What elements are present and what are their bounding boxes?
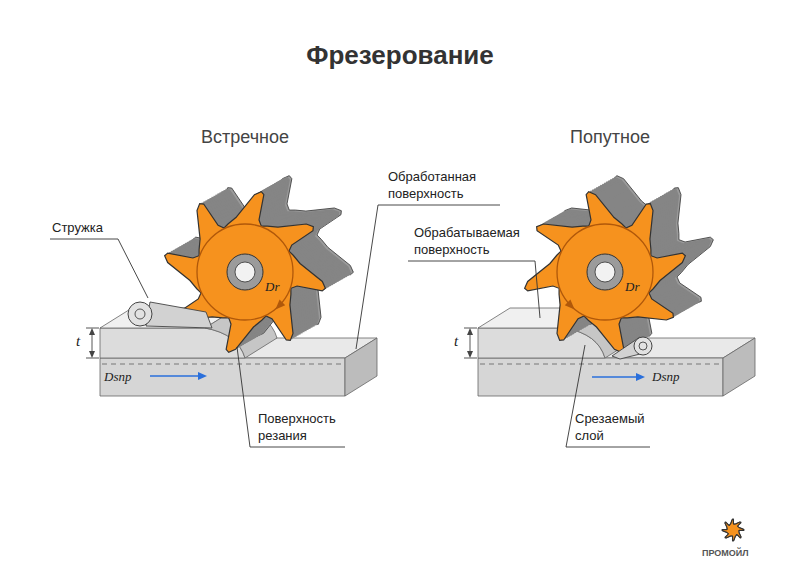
rotation-circle	[557, 224, 653, 320]
workpiece-side	[723, 338, 755, 396]
feed-arrow	[150, 375, 200, 377]
cut-depth-line	[102, 364, 343, 365]
section-heading: Попутное	[570, 126, 650, 148]
cut-depth-line	[480, 364, 721, 365]
motion-symbol: Dsпр	[104, 368, 131, 385]
extension-line	[86, 328, 99, 329]
cutter-face	[525, 192, 686, 353]
extension-line	[86, 358, 99, 359]
callout-label: Срезаемый слой	[575, 410, 655, 444]
cutter-face	[722, 519, 744, 541]
chip-roll	[634, 337, 652, 355]
leader-lines	[50, 205, 650, 447]
dimension-arrowhead	[467, 328, 473, 335]
cutter-bore	[235, 262, 255, 282]
dimension-label: t	[76, 333, 80, 350]
cutter-face	[165, 192, 326, 353]
cutter-body	[722, 519, 744, 541]
motion-symbol: Dr	[265, 278, 279, 295]
feed-arrow	[592, 376, 638, 378]
feed-arrowhead	[198, 372, 207, 380]
cutter-hub	[587, 254, 623, 290]
cutter-bore	[595, 262, 615, 282]
chip-roll	[135, 309, 145, 319]
motion-symbol: Dsпр	[652, 368, 679, 385]
logo-text: ПРОМОЙЛ	[702, 545, 749, 562]
workpiece-front	[100, 358, 345, 396]
dimension-arrowhead	[89, 351, 95, 358]
cutter-hub	[227, 254, 263, 290]
callout-label: Поверхность резания	[258, 410, 358, 444]
workpiece-side	[345, 338, 377, 396]
section-heading: Встречное	[201, 126, 289, 148]
rotation-arrowhead	[275, 300, 285, 310]
depth-dimension	[86, 328, 477, 358]
leader-line	[408, 261, 540, 318]
callout-label: Стружка	[52, 219, 103, 236]
diagram-title: Фрезерование	[306, 40, 494, 71]
rotation-arrowhead	[565, 300, 575, 310]
dimension-label: t	[454, 333, 458, 350]
milling-cutter	[525, 176, 714, 353]
extension-line	[464, 328, 477, 329]
callout-label: Обработанная поверхность	[388, 168, 508, 202]
chip-roll	[128, 302, 152, 326]
feed-arrowhead	[636, 373, 645, 381]
leader-line	[50, 239, 148, 298]
motion-symbol: Dr	[625, 278, 639, 295]
rotation-circle	[197, 224, 293, 320]
dimension-arrowhead	[89, 328, 95, 335]
dimension-arrowhead	[467, 351, 473, 358]
logo-icon	[722, 519, 744, 541]
callout-label: Обрабатываемая поверхность	[414, 224, 544, 258]
chip-roll	[639, 342, 647, 350]
chip-band	[146, 302, 212, 328]
extension-line	[464, 358, 477, 359]
workpiece-front	[478, 358, 723, 396]
